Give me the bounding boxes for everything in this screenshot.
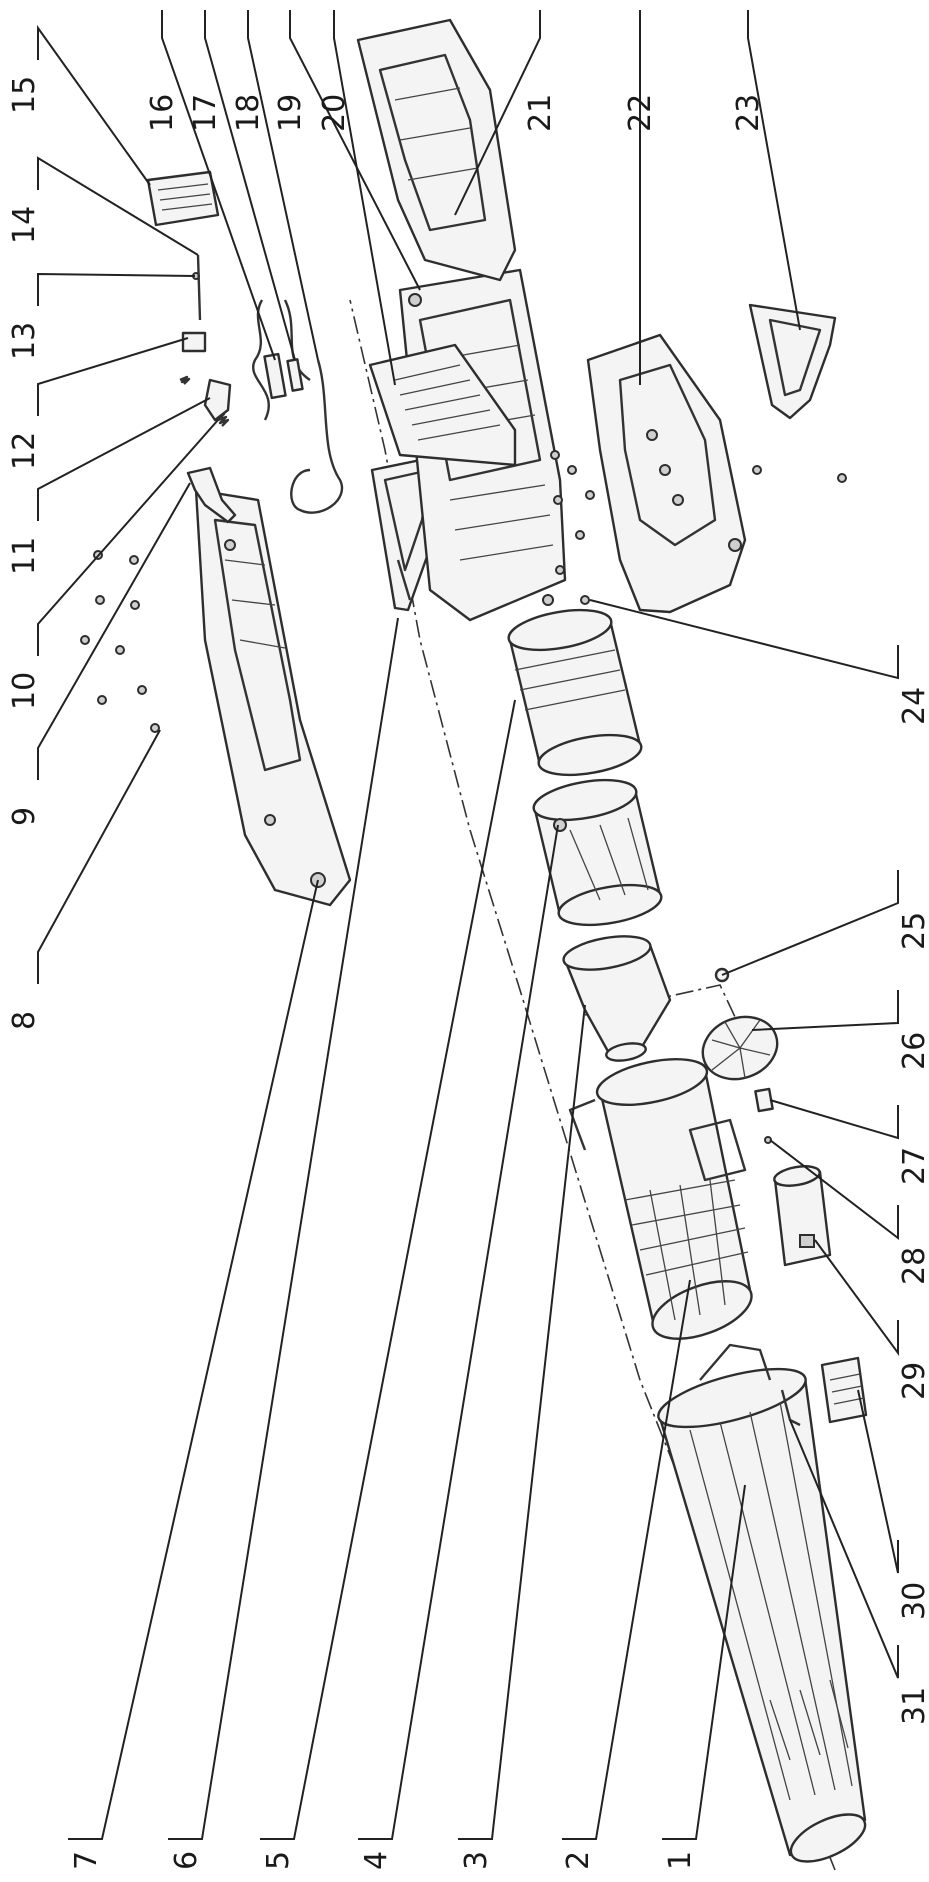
label-28: 28: [897, 1247, 929, 1285]
part-3-front-cover: [562, 935, 672, 1062]
label-2: 2: [561, 1851, 596, 1870]
label-30: 30: [897, 1582, 929, 1620]
label-13: 13: [7, 322, 42, 360]
part-30-terminal-block: [820, 1356, 868, 1424]
label-6: 6: [169, 1851, 204, 1870]
part-4-fan-shroud: [532, 778, 663, 927]
part-11-lever: [179, 375, 232, 422]
part-8-screws: [80, 550, 160, 733]
part-16-19-wiring: [252, 299, 344, 514]
label-9: 9: [7, 807, 42, 826]
part-5-motor-mount: [507, 608, 643, 777]
label-24: 24: [897, 687, 929, 725]
part-15-control-board: [146, 170, 220, 227]
label-29: 29: [897, 1362, 929, 1400]
part-27-28-coupler: [754, 1087, 774, 1144]
label-10: 10: [7, 672, 42, 710]
part-1-nozzle-tube: [657, 1343, 867, 1863]
part-22-upper-housing-top: [356, 18, 517, 282]
label-23: 23: [731, 94, 766, 132]
label-4: 4: [359, 1851, 394, 1870]
part-7-left-housing: [194, 488, 352, 907]
leader-lines: [37, 10, 899, 1840]
label-21: 21: [523, 94, 558, 132]
label-22: 22: [623, 94, 658, 132]
part-labels: 1 2 3 4 5 6 7 8 9 10 11 12 13 14 15 16 1…: [7, 76, 929, 1870]
label-26: 26: [897, 1032, 929, 1070]
label-27: 27: [897, 1147, 929, 1185]
label-3: 3: [459, 1851, 494, 1870]
label-31: 31: [897, 1687, 929, 1725]
label-7: 7: [69, 1851, 104, 1870]
label-14: 14: [7, 206, 42, 244]
part-21-grille-plate: [368, 343, 517, 467]
label-8: 8: [7, 1011, 42, 1030]
label-19: 19: [273, 94, 308, 132]
label-20: 20: [317, 94, 352, 132]
part-9-trigger: [186, 466, 237, 524]
label-17: 17: [188, 94, 223, 132]
part-22-right-housing: [586, 333, 747, 614]
label-16: 16: [145, 94, 180, 132]
label-15: 15: [7, 76, 42, 114]
label-25: 25: [897, 912, 929, 950]
label-5: 5: [261, 1851, 296, 1870]
part-12-switch: [181, 331, 207, 353]
part-26-fan-impeller: [701, 1015, 779, 1081]
label-12: 12: [7, 432, 42, 470]
part-23-cover-right: [748, 303, 837, 420]
part-2-fan-housing: [568, 1058, 753, 1340]
label-18: 18: [231, 94, 266, 132]
label-11: 11: [7, 537, 42, 575]
label-1: 1: [663, 1851, 698, 1870]
part-13-14-pins: [192, 254, 202, 321]
part-24-screws: [550, 450, 847, 605]
